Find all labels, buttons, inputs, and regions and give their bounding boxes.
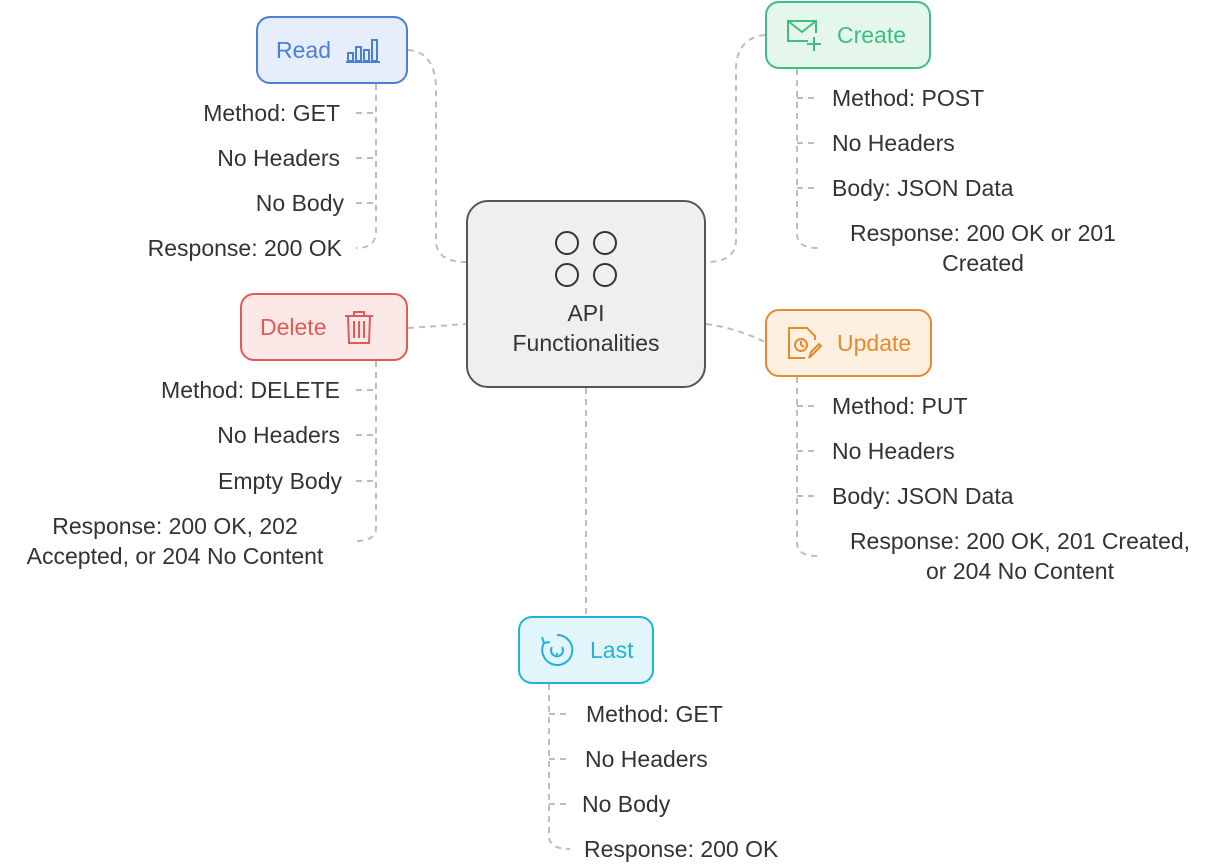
create-item-body: Body: JSON Data	[832, 175, 1014, 201]
node-read: Read	[256, 16, 408, 84]
read-item-method: Method: GET	[203, 100, 340, 126]
read-item-body: No Body	[255, 190, 344, 216]
update-item-headers: No Headers	[832, 438, 955, 464]
update-item-method: Method: PUT	[832, 393, 968, 419]
connector-update-center	[705, 323, 766, 343]
connector-create-center	[705, 34, 766, 263]
connector-create-branch	[796, 69, 819, 249]
update-item-response: Response: 200 OK, 201 Created, or 204 No…	[849, 528, 1191, 584]
node-read-label: Read	[276, 36, 331, 63]
node-delete-label: Delete	[260, 313, 327, 340]
connector-read-center	[407, 49, 467, 263]
connector-last-branch	[548, 684, 571, 850]
node-last: Last	[518, 616, 654, 684]
connector-delete-branch	[355, 361, 377, 542]
update-item-body: Body: JSON Data	[832, 483, 1014, 509]
create-item-method: Method: POST	[832, 85, 985, 111]
delete-item-method: Method: DELETE	[161, 377, 340, 403]
node-delete: Delete	[240, 293, 408, 361]
last-item-response: Response: 200 OK	[584, 836, 779, 862]
last-item-headers: No Headers	[585, 746, 708, 772]
node-update: Update	[765, 309, 932, 377]
connector-delete-center	[407, 323, 467, 329]
edit-document-icon	[785, 324, 823, 362]
connector-read-branch	[355, 84, 377, 249]
delete-item-headers: No Headers	[217, 422, 340, 448]
create-item-headers: No Headers	[832, 130, 955, 156]
read-item-headers: No Headers	[217, 145, 340, 171]
delete-item-body: Empty Body	[218, 468, 342, 494]
node-create: Create	[765, 1, 931, 69]
center-node-api-functionalities: API Functionalities	[466, 200, 706, 388]
delete-item-response: Response: 200 OK, 202 Accepted, or 204 N…	[26, 513, 324, 569]
node-last-label: Last	[590, 636, 634, 663]
trash-icon	[340, 308, 378, 346]
last-item-body: No Body	[582, 791, 671, 817]
node-update-label: Update	[837, 329, 912, 356]
refresh-circle-icon	[538, 631, 576, 669]
connector-update-branch	[796, 377, 819, 557]
bar-chart-icon	[345, 31, 383, 69]
node-create-label: Create	[837, 21, 907, 48]
four-circles-icon	[555, 231, 617, 287]
mail-plus-icon	[785, 16, 823, 54]
last-item-method: Method: GET	[586, 701, 723, 727]
create-item-response: Response: 200 OK or 201 Created	[850, 220, 1116, 276]
read-item-response: Response: 200 OK	[147, 235, 342, 261]
center-title: API Functionalities	[512, 300, 660, 356]
